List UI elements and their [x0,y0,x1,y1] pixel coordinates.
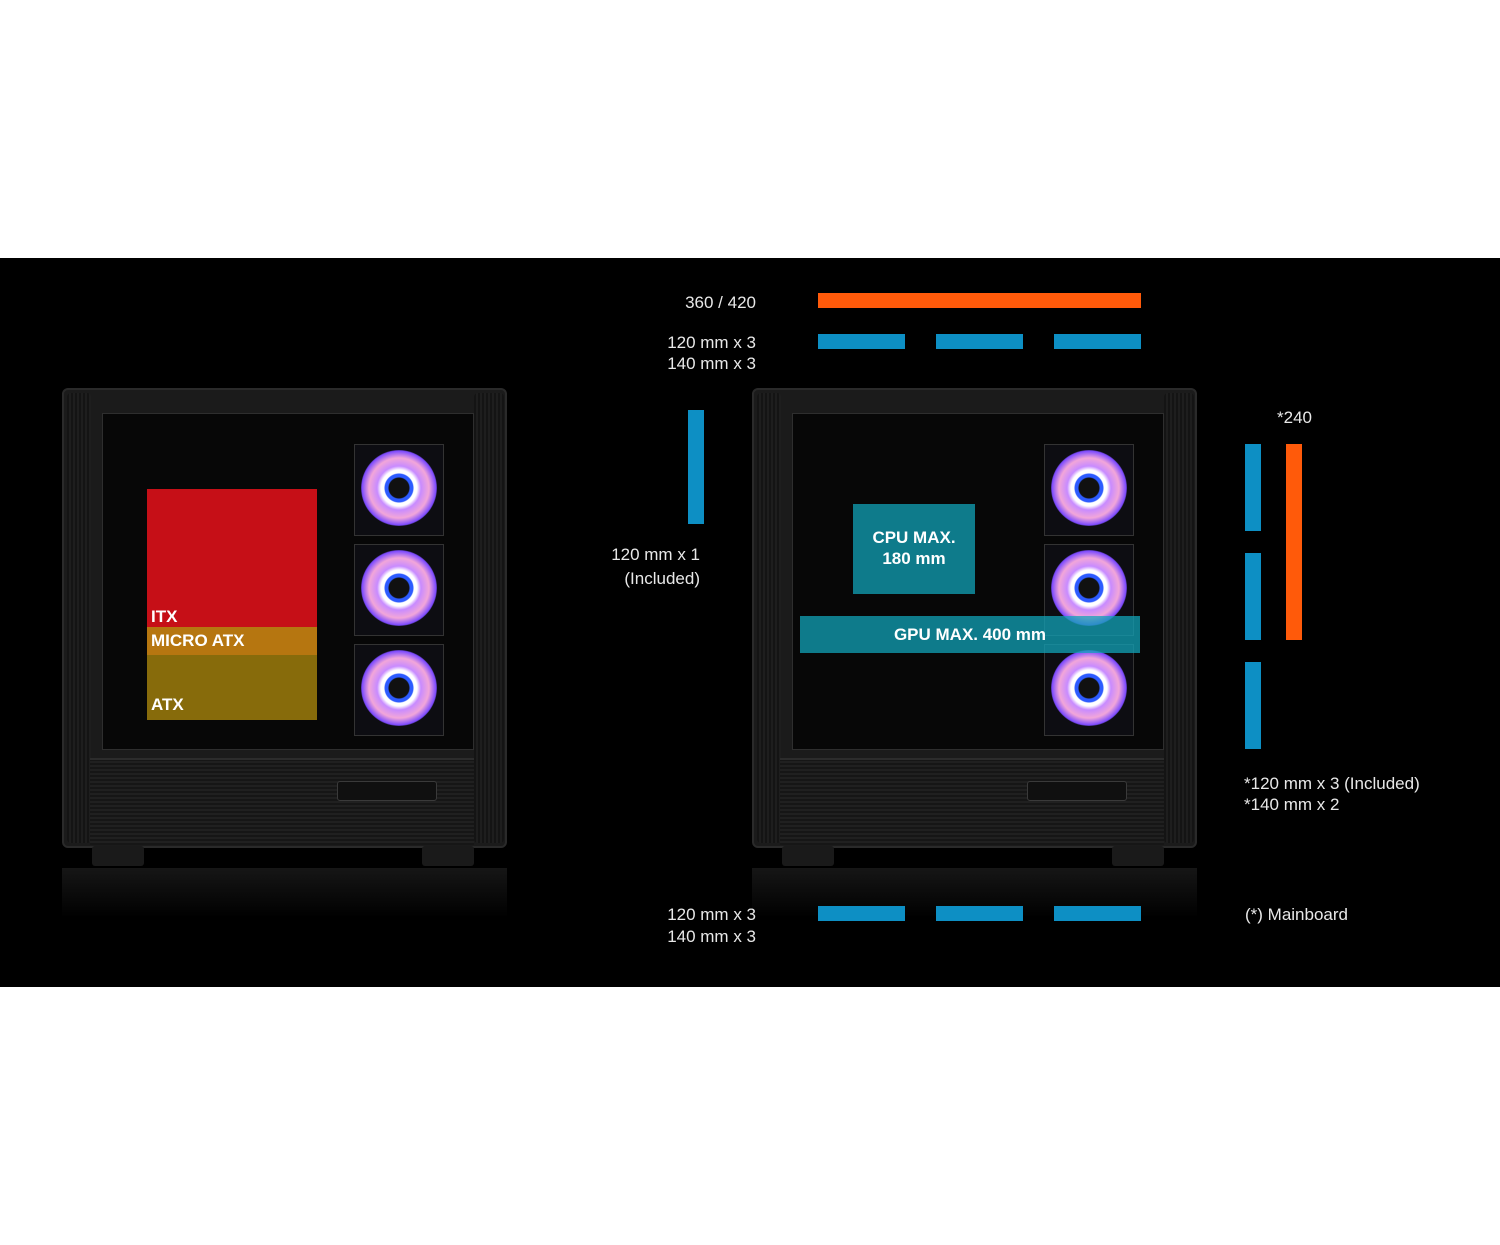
bottom-fan-bar [936,906,1023,921]
fan-ring-icon [1051,450,1127,526]
case-foot [92,846,144,866]
io-ports [1027,781,1127,801]
mainboard-note: (*) Mainboard [1245,905,1348,924]
rear-fan-line2: (Included) [624,569,700,588]
fan-led [354,544,444,636]
top-fan-bar [1054,334,1141,349]
front-mesh [474,393,504,843]
bottom-fans-line1: 120 mm x 3 [667,905,756,924]
itx-area [147,489,317,627]
bottom-fan-bar [1054,906,1141,921]
rear-fan-bar [688,410,704,524]
micro-atx-label: MICRO ATX [151,631,245,650]
bottom-chamber [90,758,474,845]
top-radiator-bar [818,293,1141,308]
case-foot [782,846,834,866]
fan-led [1044,444,1134,536]
fan-led [354,644,444,736]
top-fan-bar [818,334,905,349]
top-fans-line1: 120 mm x 3 [667,333,756,352]
fan-ring-icon [361,450,437,526]
itx-label: ITX [151,607,178,626]
right-pc-case [752,388,1197,918]
fan-ring-icon [1051,550,1127,626]
bottom-chamber [780,758,1164,845]
side-fan-bar [1245,553,1261,640]
case-reflection [62,868,507,918]
atx-area [147,655,317,720]
top-radiator-label: 360 / 420 [685,293,756,312]
micro-atx-area [147,627,317,655]
side-fans-line1: *120 mm x 3 (Included) [1244,774,1420,793]
top-fan-bar [936,334,1023,349]
side-radiator-bar [1286,444,1302,640]
fan-led [1044,644,1134,736]
rear-fan-line1: 120 mm x 1 [611,545,700,564]
side-mesh [757,393,781,843]
atx-label: ATX [151,695,184,714]
side-fan-bar [1245,444,1261,531]
gpu-label: GPU MAX. 400 mm [893,625,1047,644]
side-fan-bar [1245,662,1261,749]
side-fans-line2: *140 mm x 2 [1244,795,1340,814]
fan-ring-icon [361,650,437,726]
gpu-clearance-area [800,616,1140,653]
cpu-label-line1: CPU MAX. [872,528,956,547]
cpu-label-line2: 180 mm [882,549,946,568]
diagram-panel: ITX MICRO ATX ATX CPU MAX. 180 mm GPU MA… [0,258,1500,987]
top-fans-line2: 140 mm x 3 [667,354,756,373]
fan-ring-icon [361,550,437,626]
side-mesh [67,393,91,843]
case-foot [1112,846,1164,866]
bottom-fan-bar [818,906,905,921]
case-foot [422,846,474,866]
fan-led [354,444,444,536]
cpu-clearance-area [853,504,975,594]
front-mesh [1164,393,1194,843]
io-ports [337,781,437,801]
side-radiator-label: *240 [1277,408,1312,427]
fan-ring-icon [1051,650,1127,726]
bottom-fans-line2: 140 mm x 3 [667,927,756,946]
